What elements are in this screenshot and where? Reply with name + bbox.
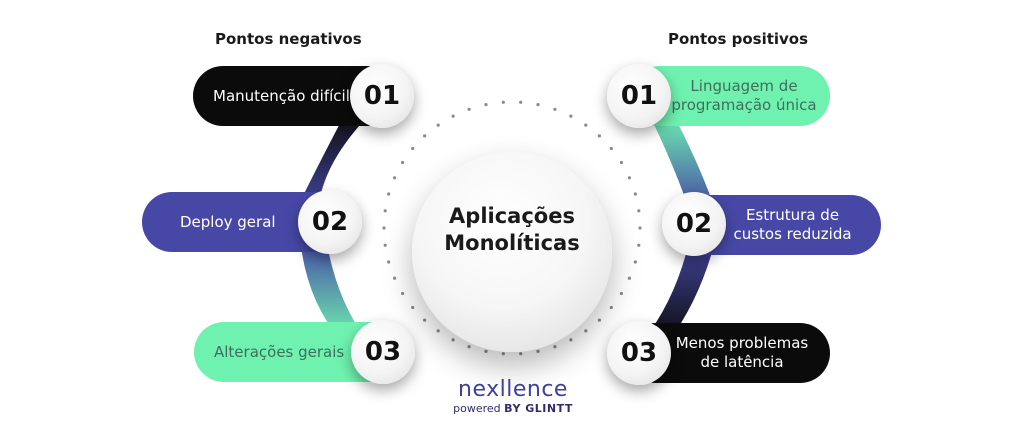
negative-number-1: 01 [350, 64, 414, 128]
orbit-dot [609, 146, 613, 151]
orbit-dot [467, 107, 471, 111]
orbit-dot [519, 100, 523, 104]
orbit-dot [553, 345, 557, 349]
orbit-dot [536, 103, 540, 107]
orbit-dot [627, 176, 632, 180]
negative-number-2: 02 [298, 190, 362, 254]
logo-tagline: powered BY GLINTT [453, 402, 573, 416]
orbit-dot [638, 226, 642, 230]
connector-right-1 [648, 112, 716, 212]
orbit-dot [423, 318, 427, 322]
orbit-dot [411, 305, 415, 310]
center-circle: Aplicações Monolíticas [412, 152, 612, 352]
orbit-dot [383, 209, 387, 213]
orbit-dot [423, 134, 427, 138]
orbit-dot [393, 176, 397, 180]
orbit-dot [569, 338, 573, 342]
positive-number-3: 03 [607, 321, 671, 385]
logo-brand: BY GLINTT [504, 402, 573, 415]
orbit-dot [633, 192, 637, 196]
heading-positive: Pontos positivos [668, 30, 809, 48]
orbit-dot [519, 352, 523, 356]
heading-negative: Pontos negativos [215, 30, 362, 48]
positive-item-2-label: Estrutura de custos reduzida [733, 206, 852, 243]
positive-number-1: 01 [607, 64, 671, 128]
orbit-dot [627, 276, 632, 280]
orbit-dot [436, 329, 440, 333]
orbit-dot [401, 160, 405, 165]
orbit-dot [584, 329, 588, 333]
positive-number-2: 02 [662, 192, 726, 256]
orbit-dot [484, 103, 488, 107]
brand-logo: nexllence powered BY GLINTT [453, 378, 573, 416]
orbit-dot [501, 352, 505, 356]
orbit-dot [501, 100, 505, 104]
orbit-dot [637, 243, 641, 247]
orbit-dot [467, 345, 471, 349]
orbit-dot [383, 243, 387, 247]
center-title: Aplicações Monolíticas [444, 204, 580, 255]
connector-left-2 [300, 238, 368, 342]
orbit-dot [382, 226, 386, 230]
orbit-dot [387, 260, 391, 264]
orbit-dot [637, 209, 641, 213]
negative-item-1-label: Manutenção difícil [213, 86, 350, 105]
orbit-dot [436, 123, 440, 127]
positive-item-3-label: Menos problemas de latência [675, 334, 809, 371]
orbit-dot [536, 349, 540, 353]
positive-item-1-label: Linguagem de programação única [671, 77, 817, 114]
orbit-dot [451, 114, 455, 118]
orbit-dot [597, 318, 602, 322]
orbit-dot [619, 291, 624, 296]
negative-number-3: 03 [351, 320, 415, 384]
orbit-dot [411, 146, 415, 151]
orbit-dot [619, 160, 624, 165]
negative-item-2-label: Deploy geral [180, 212, 276, 231]
orbit-dot [609, 305, 613, 310]
negative-item-3-label: Alterações gerais [214, 342, 345, 361]
logo-name: nexllence [458, 377, 568, 402]
connector-right-2 [642, 238, 716, 342]
orbit-dot [387, 192, 391, 196]
orbit-dot [451, 338, 455, 342]
orbit-dot [553, 107, 557, 111]
connector-left-1 [294, 112, 372, 214]
orbit-dot [401, 291, 405, 296]
orbit-dot [569, 114, 573, 118]
orbit-dot [584, 123, 588, 127]
orbit-dot [633, 260, 637, 264]
orbit-dot [484, 349, 488, 353]
logo-powered: powered [453, 402, 501, 415]
orbit-dot [597, 134, 602, 138]
orbit-dot [393, 276, 397, 280]
